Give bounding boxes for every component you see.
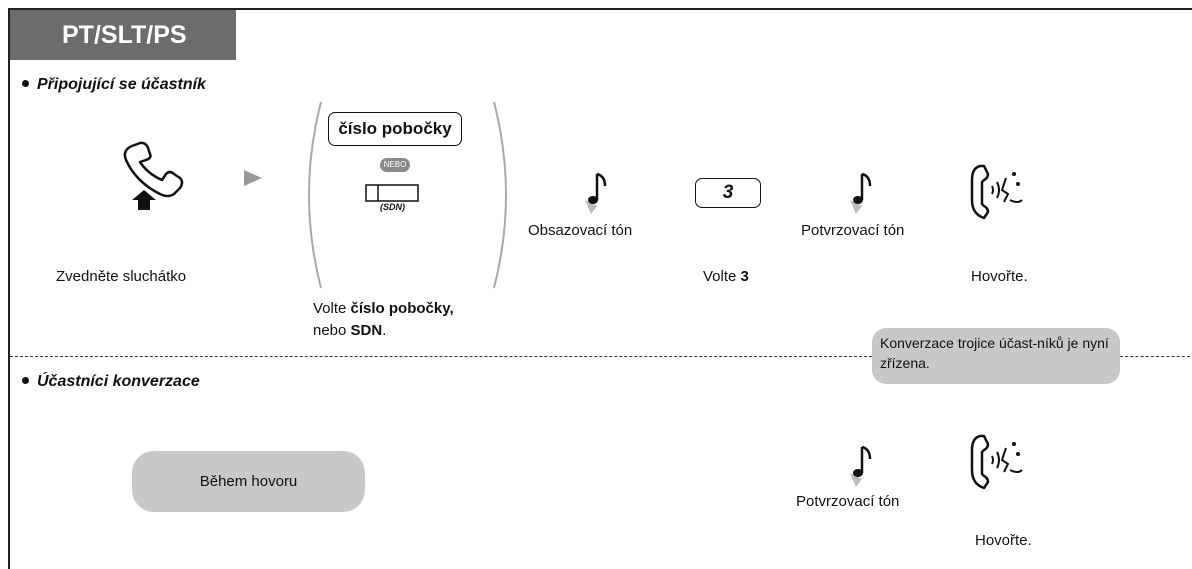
sdn-button-icon [365, 184, 419, 207]
section1-title-row: Připojující se účastník [22, 76, 206, 94]
busy-tone-icon [583, 170, 607, 219]
sdn-small-label: (SDN) [380, 202, 405, 212]
frame-top-border [8, 8, 1192, 10]
extension-number-key: číslo pobočky [328, 112, 462, 146]
confirm-tone-icon-2 [848, 443, 872, 492]
left-paren-icon [295, 100, 325, 295]
dial-extension-label: Volte číslo pobočky, nebo SDN. [313, 298, 454, 342]
section2-title: Účastníci konverzace [37, 373, 200, 390]
bullet-icon [22, 80, 29, 87]
section-divider [10, 356, 872, 357]
confirm-tone-label-2: Potvrzovací tón [796, 493, 900, 510]
dial-line2-suffix-text: . [382, 322, 387, 339]
section2-title-row: Účastníci konverzace [22, 373, 200, 391]
busy-tone-label: Obsazovací tón [528, 222, 633, 239]
bullet-icon [22, 377, 29, 384]
confirm-tone-icon [848, 170, 872, 219]
section1-title: Připojující se účastník [37, 76, 206, 93]
dial-3-label: Volte 3 [703, 268, 749, 285]
dial-bold-text: číslo pobočky, [350, 300, 454, 317]
arrow-right-icon [242, 168, 264, 193]
confirm-tone-label: Potvrzovací tón [801, 222, 905, 239]
step-lift-label: Zvedněte sluchátko [56, 268, 187, 285]
section-divider-right [1120, 356, 1190, 357]
during-call-pill: Během hovoru [132, 451, 365, 512]
talk-handset-icon-2 [966, 430, 1030, 499]
right-paren-icon [490, 100, 520, 295]
nebo-badge: NEBO [380, 158, 410, 172]
dial-line2-prefix-text: nebo [313, 322, 351, 339]
handset-off-hook-icon [118, 140, 204, 212]
conference-established-note: Konverzace trojice účast-níků je nyní zř… [872, 328, 1120, 384]
dial3-prefix-text: Volte [703, 268, 741, 285]
dial3-bold-text: 3 [740, 268, 749, 285]
talk-label-2: Hovořte. [975, 532, 1032, 549]
header-title: PT/SLT/PS [62, 21, 187, 49]
dial-line2-bold-text: SDN [350, 322, 383, 339]
talk-label-1: Hovořte. [971, 268, 1028, 285]
dial-prefix-text: Volte [313, 300, 351, 317]
frame-left-border [8, 8, 10, 569]
digit-3-key: 3 [695, 178, 761, 208]
header-tab: PT/SLT/PS [10, 10, 236, 60]
talk-handset-icon [966, 160, 1030, 229]
